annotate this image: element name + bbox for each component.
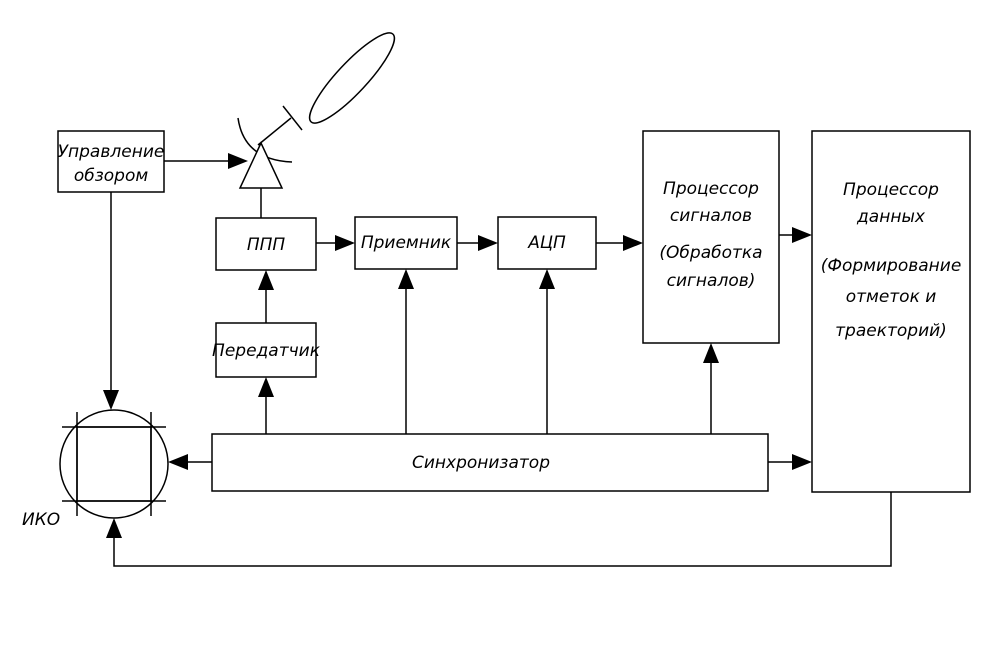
scan-control-block: Управление обзором — [57, 130, 165, 193]
signal-processor-label-line1: Процессор — [663, 179, 759, 199]
ppi-label: ИКО — [22, 510, 60, 530]
scan-control-label-line2: обзором — [74, 166, 149, 186]
transmitter-label: Передатчик — [212, 341, 321, 361]
signal-processor-label-line3: (Обработка — [659, 243, 762, 263]
duplexer-label: ППП — [247, 235, 286, 255]
signal-processor-label-line2: сигналов — [670, 206, 752, 226]
transmitter-block: Передатчик — [212, 322, 321, 378]
synchronizer-block: Синхронизатор — [211, 433, 769, 492]
receiver-label: Приемник — [361, 233, 452, 253]
scan-control-label-line1: Управление — [58, 142, 165, 162]
adc-block: АЦП — [497, 216, 597, 270]
data-processor-label-line5: траекторий) — [835, 321, 947, 341]
duplexer-block: ППП — [215, 217, 317, 271]
signal-processor-label-line4: сигналов) — [667, 271, 756, 291]
data-processor-label-line4: отметок и — [846, 287, 937, 307]
connections — [103, 153, 892, 567]
ppi-display: ИКО — [22, 409, 169, 530]
data-processor-block: Процессор данных (Формирование отметок и… — [811, 130, 971, 493]
synchronizer-label: Синхронизатор — [412, 453, 550, 473]
receiver-block: Приемник — [354, 216, 458, 270]
data-processor-label-line2: данных — [856, 207, 926, 227]
antenna-icon — [237, 32, 396, 189]
data-processor-label-line3: (Формирование — [821, 256, 962, 276]
data-processor-label-line1: Процессор — [843, 180, 939, 200]
adc-label: АЦП — [527, 233, 566, 253]
signal-processor-block: Процессор сигналов (Обработка сигналов) — [642, 130, 780, 344]
